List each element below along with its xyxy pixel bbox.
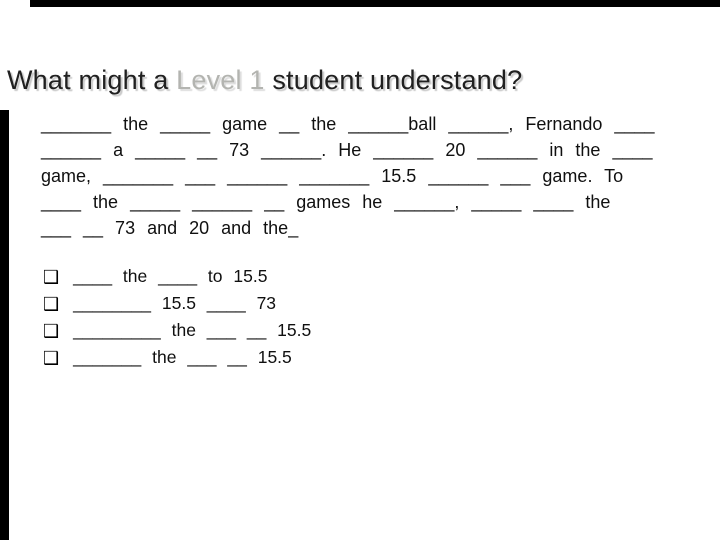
bullet-item: ❑ ____ the ____ to 15.5	[43, 263, 663, 290]
paragraph-line-5: ___ __ 73 and 20 and the_	[41, 218, 299, 238]
bullet-list: ❑ ____ the ____ to 15.5 ❑ ________ 15.5 …	[43, 263, 663, 371]
top-edge-bar	[30, 0, 720, 7]
checkbox-icon: ❑	[43, 267, 60, 288]
bullet-item: ❑ _______ the ___ __ 15.5	[43, 344, 663, 371]
slide-title-highlight: Level 1	[176, 65, 265, 96]
bullet-text: ________ 15.5 ____ 73	[73, 293, 277, 313]
checkbox-icon: ❑	[43, 348, 60, 369]
slide-title-suffix: student understand?	[264, 65, 523, 96]
bullet-item: ❑ _________ the ___ __ 15.5	[43, 317, 663, 344]
paragraph-line-4: ____ the _____ ______ __ games he ______…	[41, 192, 611, 212]
bullet-text: _______ the ___ __ 15.5	[73, 347, 292, 367]
bullet-text: ____ the ____ to 15.5	[73, 266, 268, 286]
bullet-item: ❑ ________ 15.5 ____ 73	[43, 290, 663, 317]
left-edge-bar	[0, 110, 9, 540]
checkbox-icon: ❑	[43, 321, 60, 342]
checkbox-icon: ❑	[43, 294, 60, 315]
paragraph-line-2: ______ a _____ __ 73 ______. He ______ 2…	[41, 140, 653, 160]
paragraph-line-1: _______ the _____ game __ the ______ball…	[41, 114, 655, 134]
slide-title: What might a Level 1 student understand?	[7, 62, 707, 98]
slide-title-prefix: What might a	[7, 65, 177, 96]
paragraph-line-3: game, _______ ___ ______ _______ 15.5 __…	[41, 166, 624, 186]
bullet-text: _________ the ___ __ 15.5	[73, 320, 312, 340]
fill-in-paragraph: _______ the _____ game __ the ______ball…	[41, 111, 697, 241]
